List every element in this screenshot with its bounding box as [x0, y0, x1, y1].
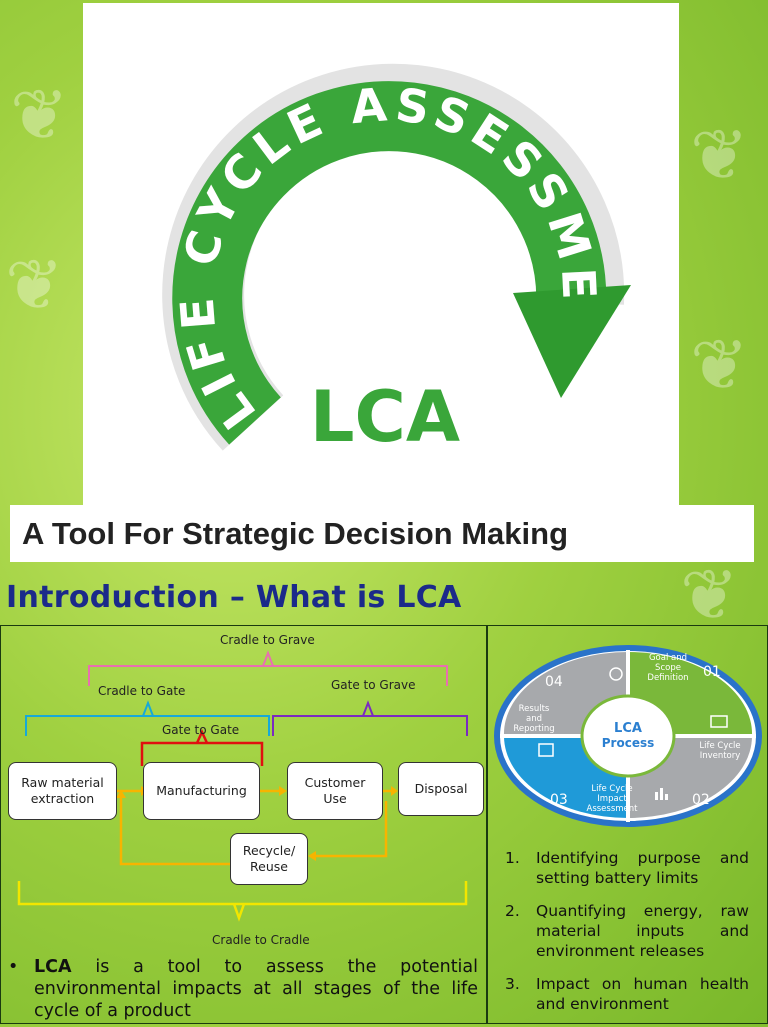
- segment-04-number: 04: [545, 674, 563, 690]
- label-gate-to-grave: Gate to Grave: [331, 678, 416, 692]
- lca-cover-logo: LIFE CYCLE ASSESSMENT LCA: [83, 3, 679, 505]
- segment-03-number: 03: [550, 792, 568, 808]
- bracket-cradle-to-gate: [25, 715, 270, 736]
- arc-arrow-head: [513, 285, 631, 398]
- list-item: 3.Impact on human health and environment: [505, 975, 749, 1013]
- label-cradle-to-grave: Cradle to Grave: [220, 633, 315, 647]
- label-cradle-to-gate: Cradle to Gate: [98, 684, 186, 698]
- list-item: 2.Quantifying energy, raw material input…: [505, 902, 749, 960]
- subtitle-bar: A Tool For Strategic Decision Making: [10, 505, 754, 562]
- segment-02-number: 02: [692, 792, 710, 808]
- list-item: 1.Identifying purpose and setting batter…: [505, 849, 749, 887]
- lca-steps-list: 1.Identifying purpose and setting batter…: [505, 848, 749, 1027]
- bullet-text: is a tool to assess the potential enviro…: [34, 957, 478, 1021]
- box-disposal: Disposal: [398, 762, 484, 816]
- box-raw-material-extraction: Raw material extraction: [8, 762, 117, 820]
- segment-04-label: Results and Reporting: [513, 704, 555, 734]
- segment-01-label: Goal and Scope Definition: [647, 653, 689, 683]
- bar-chart-icon: [655, 792, 658, 800]
- segment-01-number: 01: [703, 664, 721, 680]
- label-gate-to-gate: Gate to Gate: [162, 723, 240, 737]
- butterfly-decoration-icon: ❦: [690, 324, 749, 406]
- lca-process-wheel: LCA Process 01 02 03 04: [494, 645, 762, 827]
- monitor-icon: [710, 715, 728, 728]
- globe-icon: [609, 667, 623, 681]
- label-cradle-to-cradle: Cradle to Cradle: [212, 933, 310, 947]
- bracket-gate-to-grave: [272, 715, 468, 736]
- bullet-term: LCA: [34, 957, 72, 977]
- stages-diagram-lines: [17, 650, 468, 922]
- bullet-dot: •: [8, 957, 19, 977]
- bracket-cradle-to-cradle: [17, 881, 468, 906]
- butterfly-decoration-icon: ❦: [680, 554, 739, 636]
- green-arc: [172, 81, 607, 445]
- lca-process-panel: LCA Process 01 02 03 04 Goal and Scope D…: [487, 625, 768, 1024]
- cover-subtitle: A Tool For Strategic Decision Making: [22, 515, 569, 551]
- lca-definition-bullet: • LCA is a tool to assess the potential …: [8, 956, 478, 1022]
- box-manufacturing: Manufacturing: [143, 762, 260, 820]
- center-lca-text: LCA: [310, 376, 460, 458]
- lca-logo-graphic: LIFE CYCLE ASSESSMENT LCA: [83, 3, 631, 458]
- bracket-gate-to-gate: [140, 741, 264, 766]
- bracket-cradle-to-grave: [88, 665, 448, 686]
- butterfly-decoration-icon: ❦: [690, 114, 749, 196]
- segment-02-label: Life Cycle Inventory: [699, 741, 741, 761]
- box-recycle-reuse: Recycle/ Reuse: [230, 833, 308, 885]
- segment-03-label: Life Cycle Impact Assessment: [586, 784, 638, 814]
- box-customer-use: Customer Use: [287, 762, 383, 820]
- butterfly-decoration-icon: ❦: [10, 74, 69, 156]
- report-icon: [538, 743, 554, 757]
- intro-title: Introduction – What is LCA: [6, 580, 462, 615]
- lca-stages-diagram-panel: Cradle to Grave Cradle to Gate Gate to G…: [0, 625, 487, 1024]
- wheel-center-sub: Process: [602, 736, 655, 750]
- wheel-center-title: LCA: [614, 721, 642, 736]
- butterfly-decoration-icon: ❦: [5, 244, 64, 326]
